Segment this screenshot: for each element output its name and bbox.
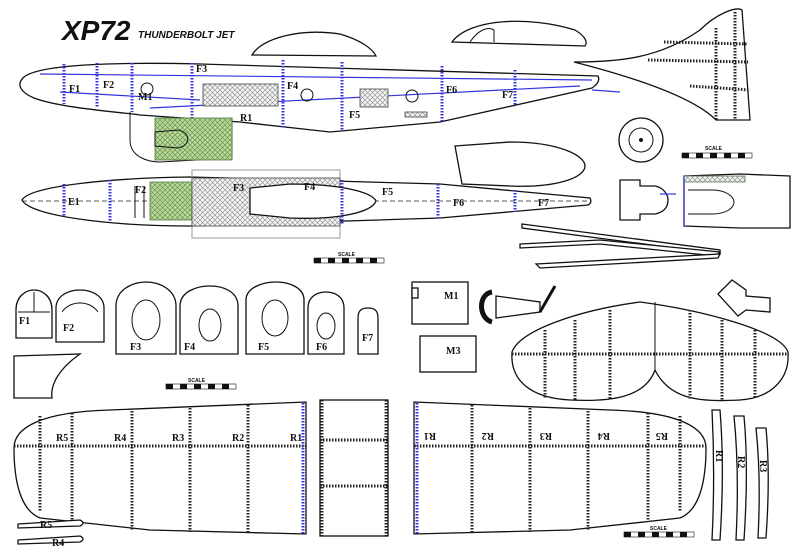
right-rib-label: R2 bbox=[482, 430, 494, 441]
motor-label: M1 bbox=[444, 291, 458, 302]
side-label: M1 bbox=[138, 92, 152, 103]
former-label: F2 bbox=[63, 323, 74, 334]
right-rib-label: R3 bbox=[540, 430, 552, 441]
left-rib-label: R1 bbox=[290, 433, 302, 444]
scale-bar-4: SCALE bbox=[623, 526, 695, 538]
small-rib-parts: R5 R4 bbox=[17, 519, 84, 549]
left-rib-label: R3 bbox=[172, 433, 184, 444]
former-label: F5 bbox=[258, 342, 269, 353]
strip-part-3 bbox=[534, 253, 722, 269]
fuselage-top-view: E1 F2 F3 F4 F5 F6 F7 bbox=[21, 169, 592, 239]
side-former-lines bbox=[62, 60, 517, 130]
center-wing-panel bbox=[319, 399, 389, 537]
former-parts: F1 F2 F3 F4 F5 F6 F7 bbox=[15, 281, 379, 355]
small-rib-label: R5 bbox=[40, 520, 52, 531]
bracket-part bbox=[717, 279, 771, 317]
right-rib-label: R5 bbox=[656, 430, 668, 441]
top-former-lines bbox=[62, 180, 517, 224]
right-wing-panel: R1 R2 R3 R4 R5 bbox=[413, 401, 707, 535]
motor-plate-parts: M1 M3 bbox=[411, 281, 477, 373]
svg-text:SCALE: SCALE bbox=[705, 146, 723, 152]
scale-bar-2: SCALE bbox=[313, 252, 385, 264]
side-label: F2 bbox=[103, 80, 114, 91]
small-rib-label: R4 bbox=[52, 538, 64, 549]
top-label: E1 bbox=[68, 197, 80, 208]
motor-bay-side bbox=[154, 117, 233, 161]
fuselage-side-view: F1 F2 M1 F3 R1 F4 F5 F6 F7 bbox=[19, 31, 621, 163]
former-label: F6 bbox=[316, 342, 327, 353]
side-label: F4 bbox=[287, 81, 298, 92]
top-label: F4 bbox=[304, 182, 315, 193]
side-label: F6 bbox=[446, 85, 457, 96]
rib-strip-parts: R1 R2 R3 bbox=[711, 409, 769, 541]
svg-text:SCALE: SCALE bbox=[650, 526, 668, 532]
top-label: F2 bbox=[135, 185, 146, 196]
plan-subtitle: THUNDERBOLT JET bbox=[138, 30, 235, 41]
side-hatch-small bbox=[359, 88, 389, 108]
side-label: F5 bbox=[349, 110, 360, 121]
svg-text:SCALE: SCALE bbox=[188, 378, 206, 384]
motor-label: M3 bbox=[446, 346, 460, 357]
motor-bracket-part bbox=[479, 285, 557, 325]
side-label: F7 bbox=[502, 90, 513, 101]
horizontal-stabilizer bbox=[511, 301, 789, 402]
fairing-part bbox=[13, 353, 83, 399]
former-label: F1 bbox=[19, 316, 30, 327]
side-label: F1 bbox=[69, 84, 80, 95]
left-wing-panel: R5 R4 R3 R2 R1 bbox=[13, 401, 307, 535]
plan-title: XP72 bbox=[60, 15, 131, 46]
right-rib-label: R1 bbox=[424, 430, 436, 441]
left-rib-label: R4 bbox=[114, 433, 126, 444]
side-label: F3 bbox=[196, 64, 207, 75]
scale-bar-1: SCALE bbox=[681, 146, 753, 159]
motor-mount-parts bbox=[619, 173, 791, 229]
rib-part-label: R2 bbox=[735, 456, 746, 468]
rib-part-label: R1 bbox=[713, 450, 724, 462]
left-rib-label: R2 bbox=[232, 433, 244, 444]
scale-bar-3: SCALE bbox=[165, 378, 237, 390]
side-hatch-window bbox=[202, 83, 279, 107]
right-rib-label: R4 bbox=[598, 430, 610, 441]
top-label: F3 bbox=[233, 183, 244, 194]
former-label: F7 bbox=[362, 333, 373, 344]
top-label: F5 bbox=[382, 187, 393, 198]
canopy-part bbox=[450, 20, 587, 47]
side-label: R1 bbox=[240, 113, 252, 124]
top-label: F6 bbox=[453, 198, 464, 209]
former-label: F4 bbox=[184, 342, 195, 353]
former-label: F3 bbox=[130, 342, 141, 353]
nose-cone-part bbox=[454, 141, 586, 187]
svg-text:SCALE: SCALE bbox=[338, 252, 356, 258]
top-label: F7 bbox=[538, 198, 549, 209]
rib-part-label: R3 bbox=[757, 460, 768, 472]
left-rib-label: R5 bbox=[56, 433, 68, 444]
tail-fin bbox=[573, 8, 751, 121]
